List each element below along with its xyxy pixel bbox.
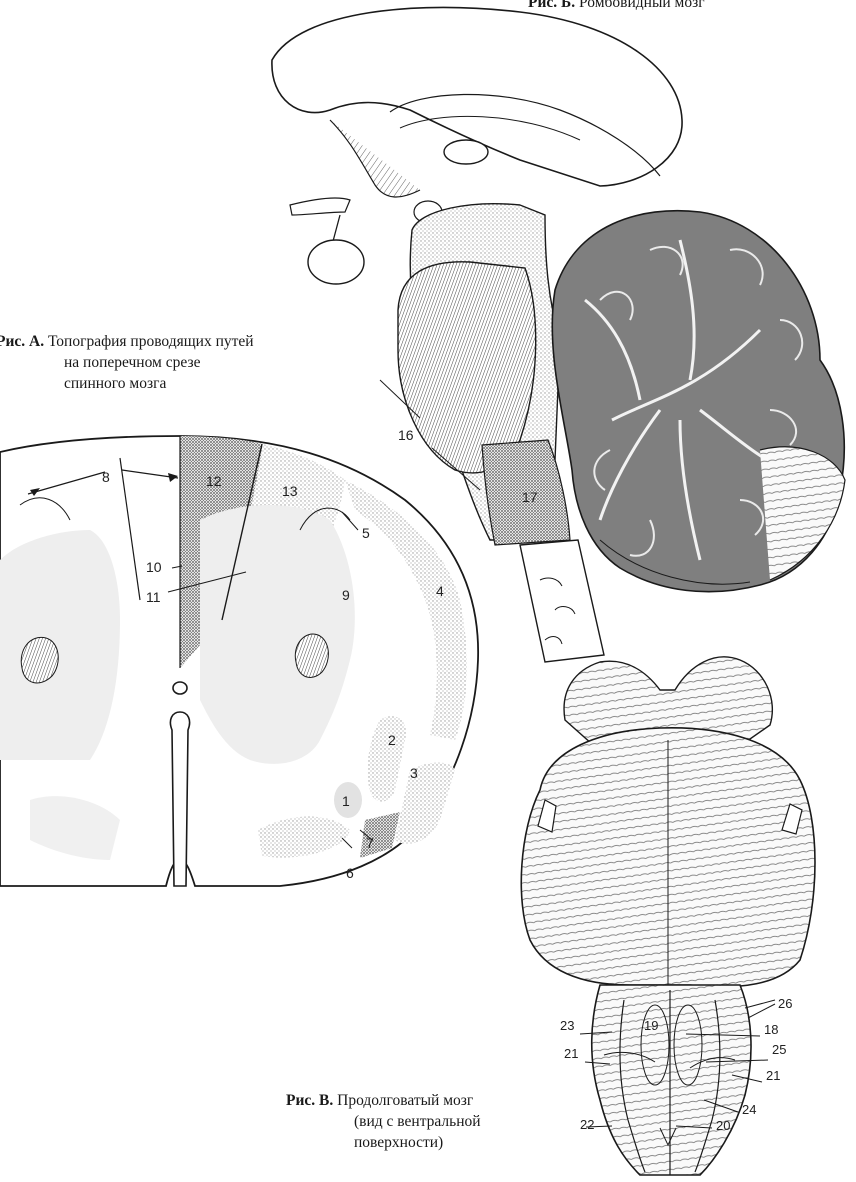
cerebellum-shape xyxy=(552,211,845,592)
label-a-11: 11 xyxy=(146,589,161,605)
label-b-16: 16 xyxy=(398,427,414,443)
central-canal xyxy=(173,682,187,694)
label-a-9: 9 xyxy=(342,587,350,603)
medulla-ventral xyxy=(592,985,751,1175)
grey-matter-left xyxy=(0,530,120,760)
label-a-1: 1 xyxy=(342,793,350,809)
label-c-19: 19 xyxy=(644,1018,658,1033)
label-a-10: 10 xyxy=(146,559,162,575)
label-c-25: 25 xyxy=(772,1042,786,1057)
label-c-20: 20 xyxy=(716,1118,730,1133)
label-c-24: 24 xyxy=(742,1102,756,1117)
label-c-26: 26 xyxy=(778,996,792,1011)
ventral-fissure xyxy=(170,712,189,886)
label-a-13: 13 xyxy=(282,483,298,499)
label-c-21a: 21 xyxy=(564,1046,578,1061)
label-a-8: 8 xyxy=(102,469,110,485)
label-a-4: 4 xyxy=(436,583,444,599)
figure-a-drawing xyxy=(0,436,478,886)
thalamus-shape xyxy=(444,140,488,164)
label-c-22: 22 xyxy=(580,1117,594,1132)
label-c-21b: 21 xyxy=(766,1068,780,1083)
label-a-2: 2 xyxy=(388,732,396,748)
pituitary-shape xyxy=(308,240,364,284)
figure-c-drawing xyxy=(521,657,815,1175)
label-c-23: 23 xyxy=(560,1018,574,1033)
reticular-patch-right xyxy=(295,634,328,677)
label-a-3: 3 xyxy=(410,765,418,781)
label-a-5: 5 xyxy=(362,525,370,541)
label-a-12: 12 xyxy=(206,473,222,489)
pons-shape xyxy=(398,262,536,473)
label-b-17: 17 xyxy=(522,489,538,505)
label-a-7: 7 xyxy=(366,835,374,851)
label-a-6: 6 xyxy=(346,865,354,881)
label-c-18: 18 xyxy=(764,1022,778,1037)
